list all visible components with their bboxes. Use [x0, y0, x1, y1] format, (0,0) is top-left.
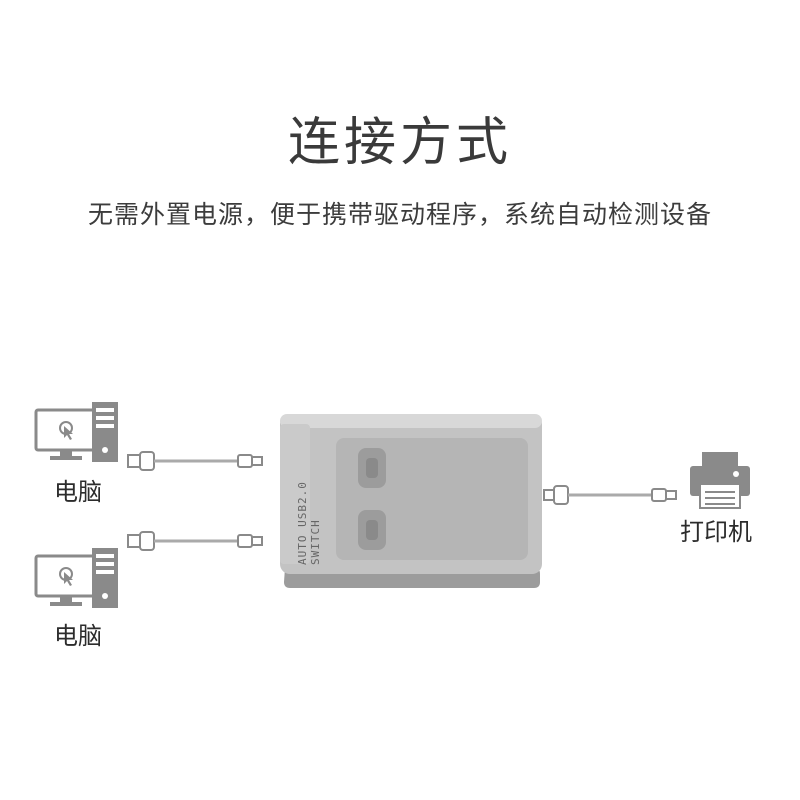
- switch-button-2: [358, 510, 386, 550]
- switch-button-1: [358, 448, 386, 488]
- printer-label: 打印机: [680, 518, 752, 546]
- usb-cable-top: [127, 451, 263, 471]
- printer-icon: [690, 452, 750, 509]
- page-subtitle: 无需外置电源，便于携带驱动程序，系统自动检测设备: [87, 200, 712, 229]
- computer-bottom-icon: [34, 548, 118, 608]
- usb-switch-box: [280, 414, 542, 588]
- computer-top-label: 电脑: [54, 478, 102, 506]
- computer-bottom-label: 电脑: [54, 622, 102, 650]
- switch-side-text: AUTO USB2.0 SWITCH: [296, 481, 322, 565]
- computer-top-icon: [34, 402, 118, 462]
- page-title: 连接方式: [287, 113, 512, 173]
- usb-cable-printer: [543, 485, 677, 505]
- usb-cable-bottom: [127, 531, 263, 551]
